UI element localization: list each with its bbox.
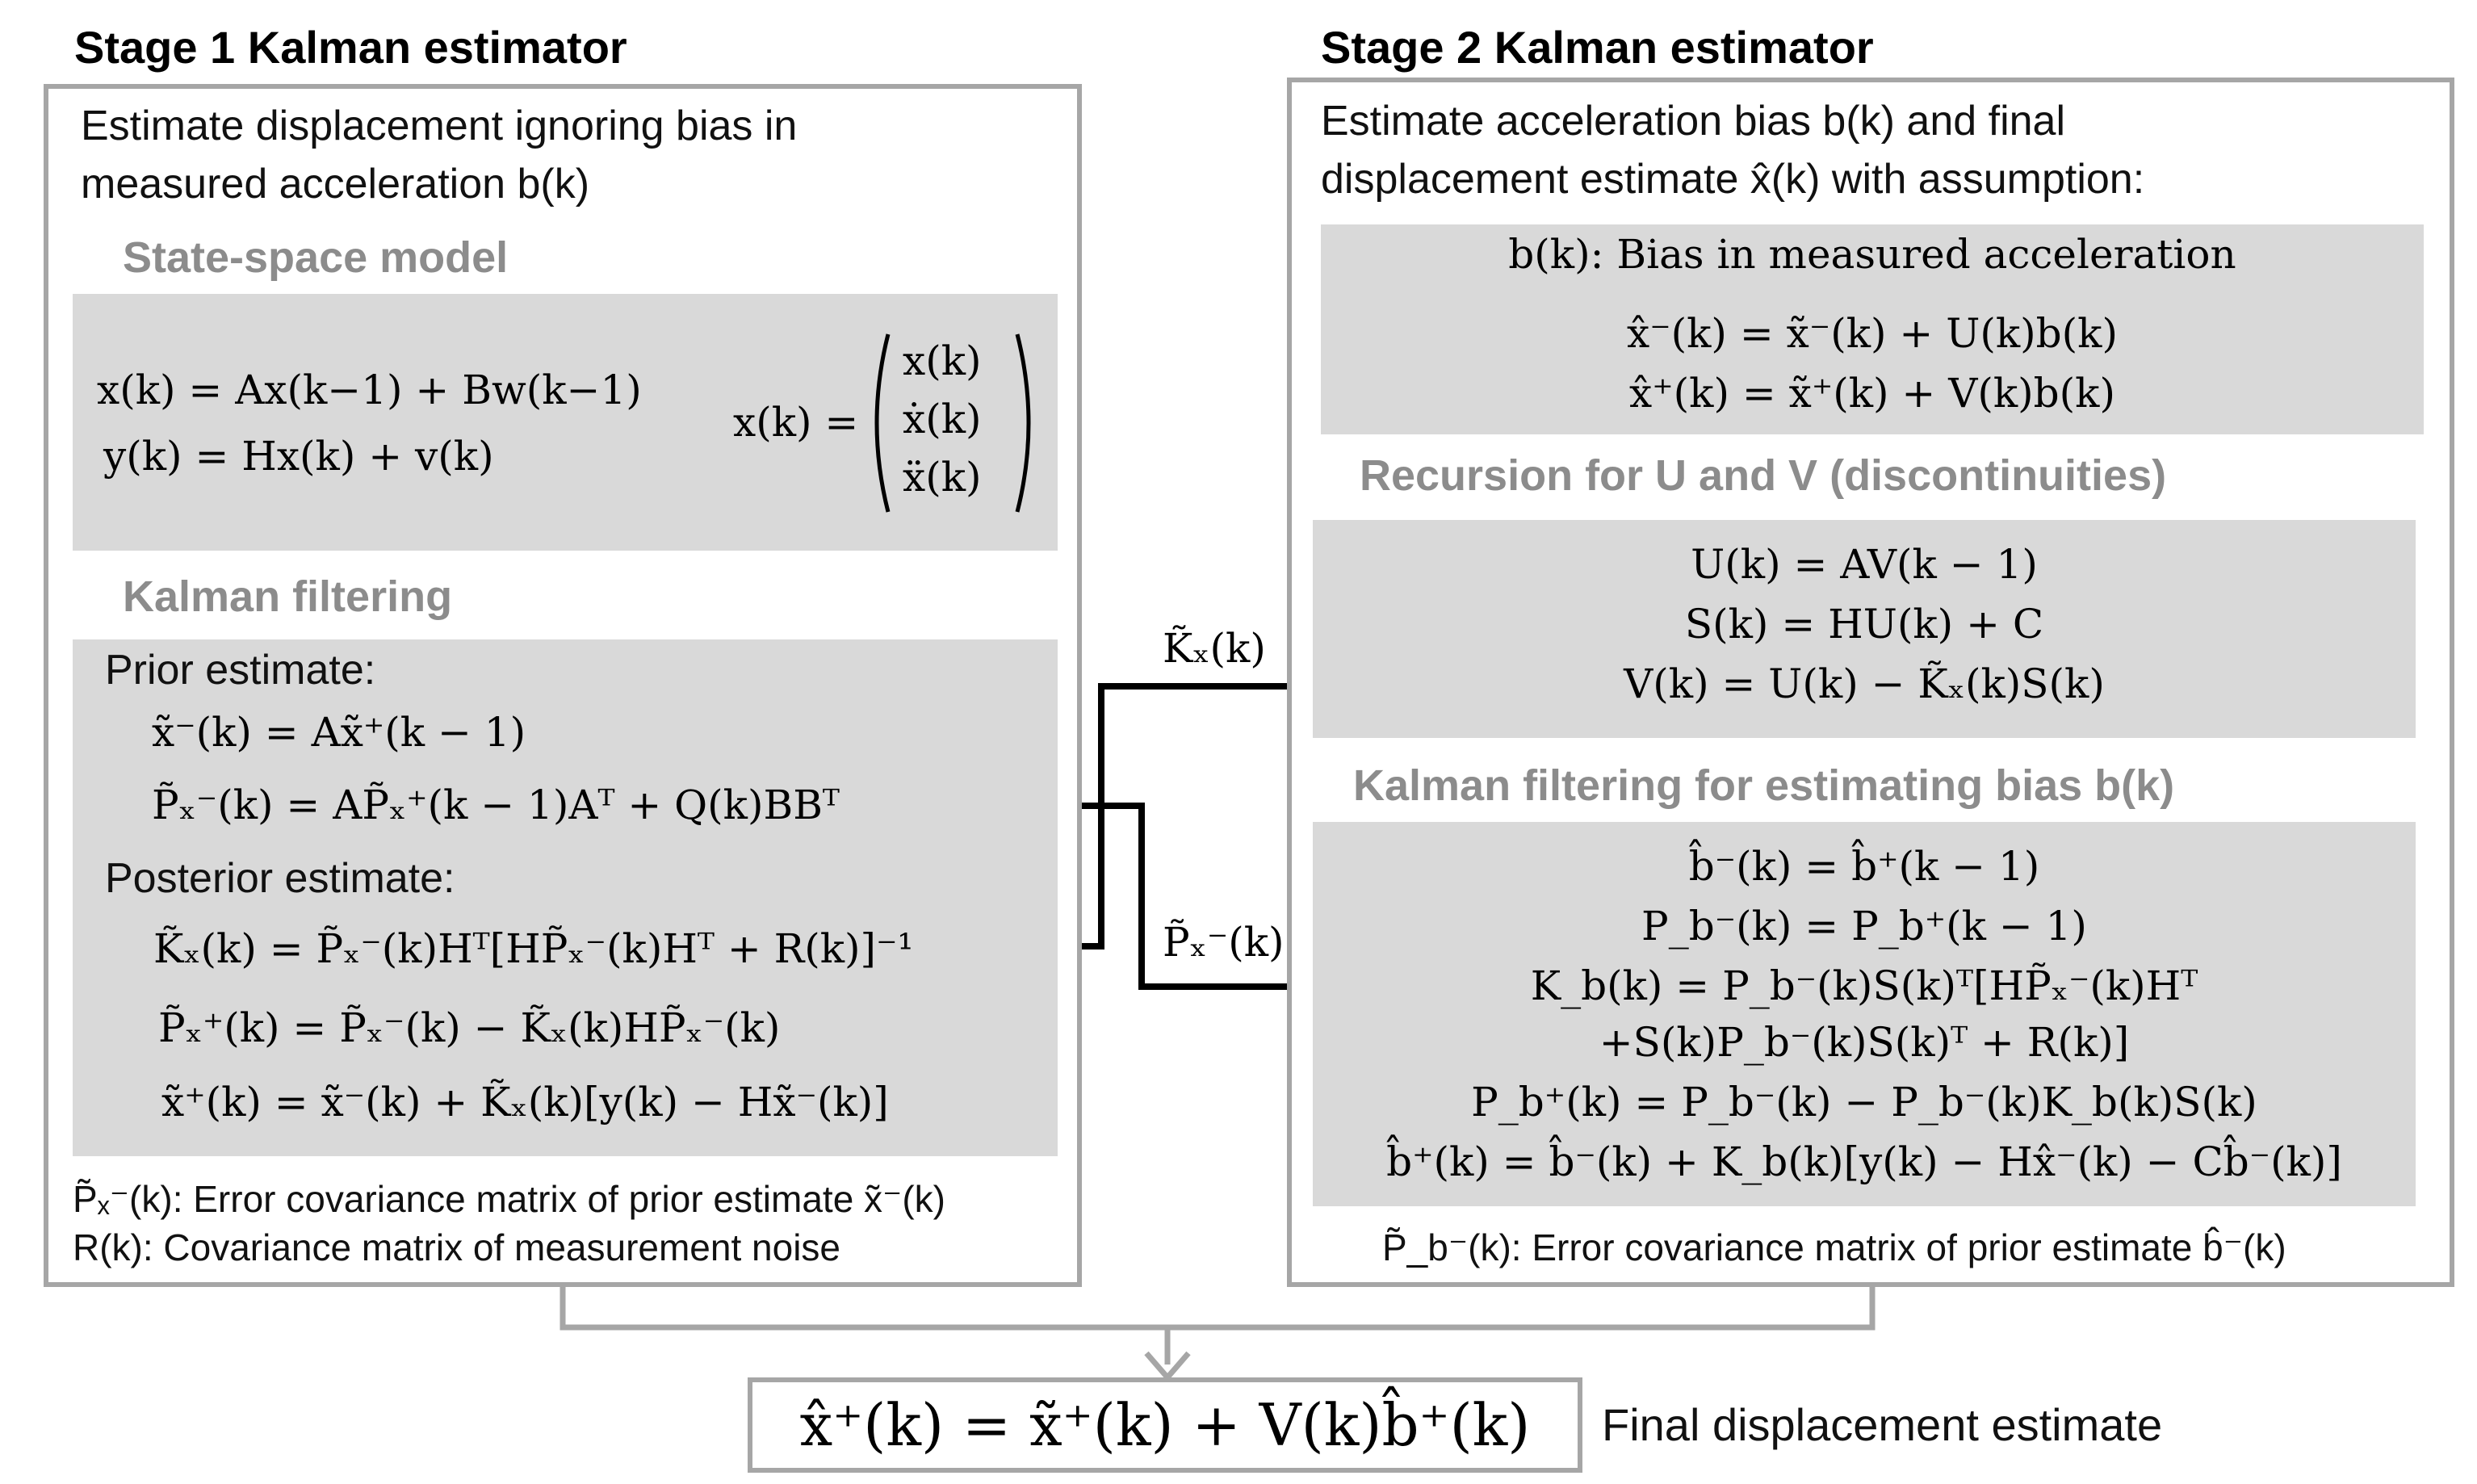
stage1-note-noise: R(k): Covariance matrix of measurement n… [73, 1226, 840, 1268]
kalman-filtering-title: Kalman filtering [123, 572, 453, 621]
prior-state-eq: x̃⁻(k) = Ax̃⁺(k − 1) [152, 709, 526, 756]
bias-prior-eq: b̂⁻(k) = b̂⁺(k − 1) [1688, 843, 2040, 890]
bias-definition: b(k): Bias in measured acceleration [1508, 231, 2236, 278]
posterior-state-eq: x̃⁺(k) = x̃⁻(k) + K̃ₓ(k)[y(k) − Hx̃⁻(k)] [161, 1079, 889, 1126]
recursion-v-eq: V(k) = U(k) − K̃ₓ(k)S(k) [1624, 660, 2105, 707]
final-estimate-label: Final displacement estimate [1602, 1399, 2163, 1450]
stage2-intro-line2: displacement estimate x̂(k) with assumpt… [1321, 156, 2145, 203]
bias-posterior-eq: b̂⁺(k) = b̂⁻(k) + K_b(k)[y(k) − Hx̂⁻(k) … [1386, 1138, 2342, 1185]
final-estimate-box: x̂⁺(k) = x̃⁺(k) + V(k)b̂⁺(k) [748, 1377, 1582, 1473]
bias-prior-covariance-eq: P_b⁻(k) = P_b⁺(k − 1) [1641, 903, 2087, 950]
prior-estimate-label: Prior estimate: [105, 647, 376, 694]
recursion-title: Recursion for U and V (discontinuities) [1360, 451, 2167, 500]
state-space-title: State-space model [123, 233, 509, 282]
measurement-eq: y(k) = Hx(k) + v(k) [103, 433, 494, 480]
posterior-combined-eq: x̂⁺(k) = x̃⁺(k) + V(k)b(k) [1629, 370, 2115, 417]
stage2-intro-line1: Estimate acceleration bias b(k) and fina… [1321, 98, 2066, 145]
bias-gain-eq-line1: K_b(k) = P_b⁻(k)S(k)ᵀ[HP̃ₓ⁻(k)Hᵀ [1530, 962, 2198, 1009]
bias-filtering-panel [1313, 822, 2416, 1206]
recursion-panel [1313, 520, 2416, 738]
prior-combined-eq: x̂⁻(k) = x̃⁻(k) + U(k)b(k) [1627, 310, 2118, 357]
stage1-intro-line2: measured acceleration b(k) [81, 161, 590, 208]
state-space-panel [73, 294, 1058, 551]
state-eq: x(k) = Ax(k−1) + Bw(k−1) [97, 367, 642, 413]
bias-gain-eq-line2: +S(k)P_b⁻(k)S(k)ᵀ + R(k)] [1599, 1019, 2130, 1066]
posterior-estimate-label: Posterior estimate: [105, 855, 455, 902]
bias-posterior-covariance-eq: P_b⁺(k) = P_b⁻(k) − P_b⁻(k)K_b(k)S(k) [1471, 1079, 2257, 1126]
recursion-u-eq: U(k) = AV(k − 1) [1691, 541, 2038, 588]
stage1-note-covariance: P̃ₓ⁻(k): Error covariance matrix of prio… [73, 1178, 945, 1220]
covariance-arrow-label: P̃ₓ⁻(k) [1163, 919, 1285, 966]
assumption-panel [1321, 224, 2424, 434]
final-estimate-eq: x̂⁺(k) = x̃⁺(k) + V(k)b̂⁺(k) [799, 1391, 1531, 1459]
stage1-intro-line1: Estimate displacement ignoring bias in [81, 103, 798, 149]
stage2-title: Stage 2 Kalman estimator [1321, 22, 1874, 73]
merge-connector [560, 1287, 1876, 1382]
stage1-title: Stage 1 Kalman estimator [74, 22, 627, 73]
stage2-note-covariance: P̃_b⁻(k): Error covariance matrix of pri… [1382, 1226, 2286, 1268]
bias-filtering-title: Kalman filtering for estimating bias b(k… [1353, 761, 2175, 810]
posterior-covariance-eq: P̃ₓ⁺(k) = P̃ₓ⁻(k) − K̃ₓ(k)HP̃ₓ⁻(k) [158, 1004, 781, 1051]
state-vector-item-acceleration: ẍ(k) [903, 454, 982, 501]
state-vector-lhs: x(k) = [733, 399, 859, 446]
state-vector-brackets [874, 333, 1031, 513]
kalman-gain-eq: K̃ₓ(k) = P̃ₓ⁻(k)Hᵀ[HP̃ₓ⁻(k)Hᵀ + R(k)]⁻¹ [153, 925, 914, 972]
kalman-filtering-panel [73, 639, 1058, 1156]
state-vector-item-velocity: ẋ(k) [903, 396, 982, 442]
prior-covariance-eq: P̃ₓ⁻(k) = AP̃ₓ⁺(k − 1)Aᵀ + Q(k)BBᵀ [152, 782, 840, 828]
gain-arrow-label: K̃ₓ(k) [1163, 625, 1266, 672]
state-vector-item-position: x(k) [903, 337, 982, 384]
recursion-s-eq: S(k) = HU(k) + C [1684, 601, 2044, 648]
